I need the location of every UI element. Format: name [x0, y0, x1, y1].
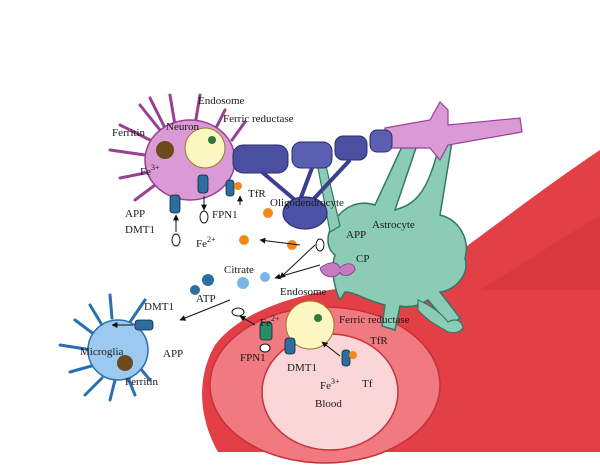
microglia-cell — [58, 293, 152, 402]
astrocyte-foot — [417, 299, 464, 334]
myelin-segment — [369, 129, 393, 153]
ferritin-microglia — [117, 355, 133, 371]
atp-molecule — [190, 285, 200, 295]
label-dmt1-micro: DMT1 — [144, 301, 174, 313]
labels: Endosome Neuron Ferric reductase Ferriti… — [80, 95, 415, 410]
microglia-body — [87, 319, 149, 381]
label-tf: Tf — [362, 378, 373, 390]
label-neuron: Neuron — [166, 121, 199, 133]
tf-free — [287, 240, 297, 250]
tf-neuron — [234, 182, 242, 190]
iron-oval — [199, 210, 209, 224]
label-endosome-top: Endosome — [198, 95, 245, 107]
citrate-molecule — [237, 277, 249, 289]
label-tfr-top: TfR — [248, 188, 266, 200]
axon-tail — [384, 101, 523, 162]
label-fpn1-bottom: FPN1 — [240, 352, 266, 364]
iron-oval — [315, 238, 325, 252]
oligodendrocyte-body — [282, 196, 328, 230]
tf-free — [263, 208, 273, 218]
iron-oval — [171, 233, 181, 247]
neuron-endosome — [184, 127, 226, 169]
label-fe2-top: Fe2+ — [196, 235, 216, 250]
label-app-astro: APP — [346, 229, 366, 241]
label-astrocyte: Astrocyte — [372, 219, 415, 231]
fpn1-neuron — [197, 174, 209, 194]
iron-oval — [259, 343, 271, 353]
label-tfr-bottom: TfR — [370, 335, 388, 347]
tfr-neuron — [225, 179, 235, 197]
endothelial-endosome — [285, 300, 335, 350]
label-ferritin-neuron: Ferritin — [112, 127, 145, 139]
label-microglia: Microglia — [80, 346, 123, 358]
vessel-inner-shade — [480, 215, 600, 290]
ferric-reductase-endothelium — [314, 314, 322, 322]
myelin-segment — [334, 135, 368, 161]
astrocyte-body — [327, 139, 467, 331]
vessel-lumen — [261, 333, 399, 451]
microglia-processes — [58, 293, 152, 402]
fpn1-endothelium — [259, 321, 273, 341]
label-fpn1-top: FPN1 — [212, 209, 238, 221]
atp-molecule — [202, 274, 214, 286]
arrow — [274, 264, 321, 280]
axon-myelin — [232, 129, 393, 230]
cp-protein — [319, 262, 356, 278]
arrow — [239, 315, 256, 326]
tf-endothelium — [349, 351, 357, 359]
neuron-dendrites — [108, 93, 247, 202]
oligodendrocyte-process — [260, 158, 352, 207]
transporters — [117, 136, 357, 371]
label-blood: Blood — [315, 398, 342, 410]
label-app-micro: APP — [163, 348, 183, 360]
label-ferric-reductase-top: Ferric reductase — [223, 113, 294, 125]
astrocyte-cell — [317, 139, 467, 334]
myelin-segment — [291, 141, 333, 169]
label-atp: ATP — [196, 293, 216, 305]
iron-oval — [231, 307, 245, 317]
label-dmt1-bottom: DMT1 — [287, 362, 317, 374]
label-ferric-reductase-bottom: Ferric reductase — [339, 314, 410, 326]
arrow — [321, 341, 341, 357]
dmt1-neuron — [169, 194, 181, 214]
label-endosome-bottom: Endosome — [280, 286, 327, 298]
label-cp: CP — [356, 253, 369, 265]
arrow — [259, 237, 301, 246]
ferritin-neuron — [156, 141, 174, 159]
label-fe3-bottom: Fe3+ — [320, 377, 340, 392]
flow-arrows — [111, 195, 341, 357]
tfr-endothelium — [341, 349, 351, 367]
label-ferritin-micro: Ferritin — [125, 376, 158, 388]
label-fe3-neuron: Fe3+ — [140, 163, 160, 178]
label-app-top: APP — [125, 208, 145, 220]
label-citrate: Citrate — [224, 264, 254, 276]
label-dmt1-top: DMT1 — [125, 224, 155, 236]
arrow — [179, 299, 231, 321]
dmt1-microglia — [134, 319, 154, 331]
citrate-molecule — [260, 272, 270, 282]
dmt1-endothelium — [284, 337, 296, 355]
label-fe2-bottom: Fe2+ — [260, 314, 280, 329]
myelin-segment — [232, 144, 289, 174]
label-oligodendrocyte: Oligodendrocyte — [270, 197, 344, 209]
ferric-reductase-neuron — [208, 136, 216, 144]
tf-free — [239, 235, 249, 245]
arrow — [279, 244, 316, 279]
